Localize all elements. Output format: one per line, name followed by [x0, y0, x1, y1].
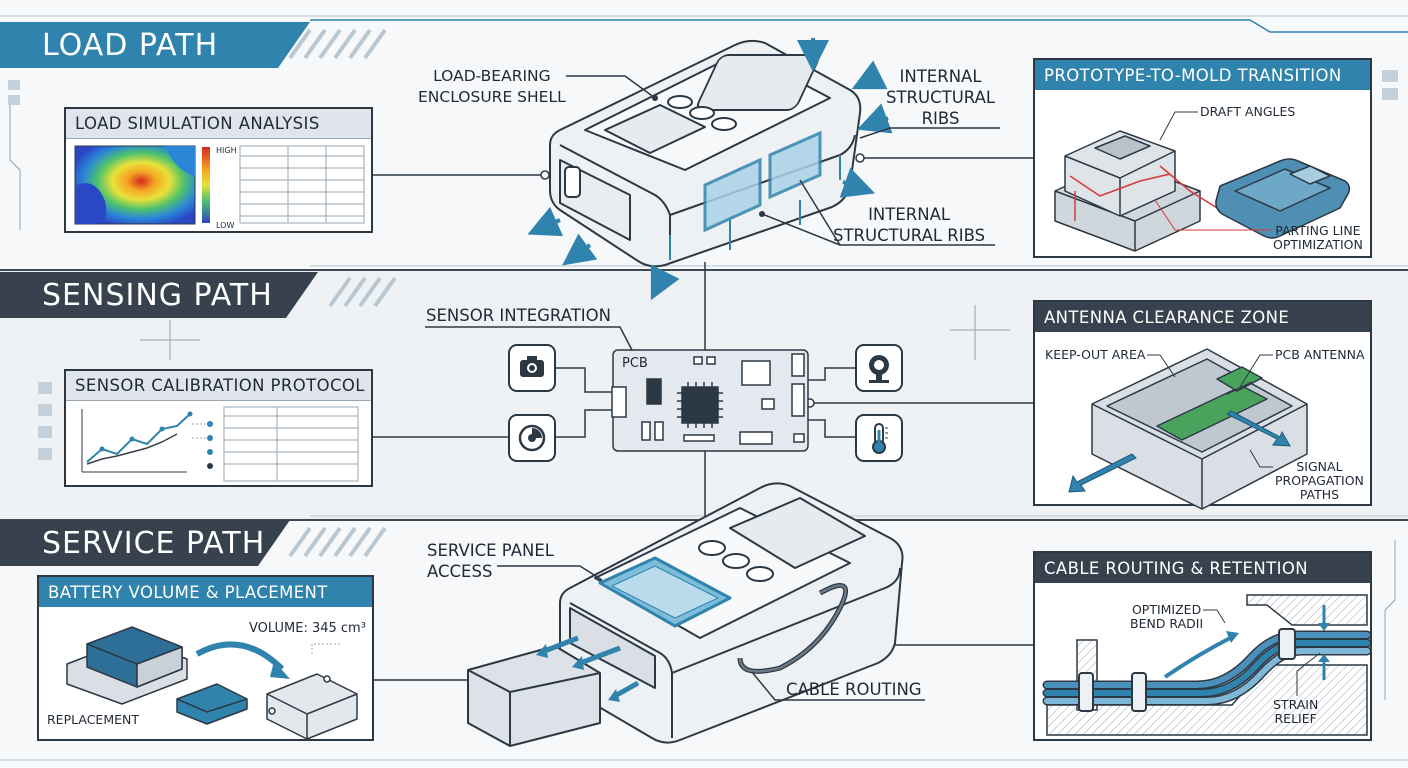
parting-line-label: PARTING LINE OPTIMIZATION — [1273, 223, 1363, 252]
draft-angles-label: DRAFT ANGLES — [1200, 104, 1296, 119]
webcam-icon[interactable] — [855, 344, 903, 392]
antenna-illustration — [1068, 348, 1308, 510]
internal-ribs-bottom-label: INTERNAL STRUCTURAL RIBS — [833, 205, 986, 245]
load-simulation-title: LOAD SIMULATION ANALYSIS — [66, 109, 371, 139]
antenna-clearance-title: ANTENNA CLEARANCE ZONE — [1035, 302, 1370, 332]
prototype-to-mold-panel: PROTOTYPE-TO-MOLD TRANSITION DRAFT ANGLE… — [1033, 58, 1372, 258]
pcb-board — [611, 349, 809, 452]
load-bearing-shell-label: LOAD-BEARING ENCLOSURE SHELL — [418, 67, 566, 106]
service-panel-access-label: SERVICE PANEL ACCESS — [427, 541, 554, 581]
load-path-banner: LOAD PATH — [0, 22, 310, 68]
keep-out-area-label: KEEP-OUT AREA — [1045, 347, 1146, 362]
service-device-illustration — [467, 482, 904, 747]
load-simulation-panel: LOAD SIMULATION ANALYSIS HIGH LOW — [64, 107, 373, 233]
antenna-clearance-panel: ANTENNA CLEARANCE ZONE KEEP-OUT AREA PCB… — [1033, 300, 1372, 510]
sensing-path-banner: SENSING PATH — [0, 272, 318, 318]
signal-propagation-label: SIGNAL PROPAGATION PATHS — [1275, 459, 1364, 502]
thermometer-icon[interactable] — [855, 414, 903, 462]
service-path-banner: SERVICE PATH — [0, 520, 290, 566]
battery-volume-title: BATTERY VOLUME & PLACEMENT — [39, 577, 372, 607]
battery-volume-value: VOLUME: 345 cm³ — [249, 621, 366, 636]
stress-heatmap — [74, 145, 196, 225]
pcb-antenna-label: PCB ANTENNA — [1275, 347, 1365, 362]
calibration-plot — [81, 406, 359, 482]
scale-high-label: HIGH — [216, 146, 237, 155]
camera-icon[interactable] — [508, 344, 556, 392]
results-table — [239, 145, 365, 224]
antenna-leaders — [1147, 354, 1273, 468]
sensor-integration-label: SENSOR INTEGRATION — [426, 306, 611, 325]
cable-routing-panel: CABLE ROUTING & RETENTION — [1033, 551, 1372, 741]
sensor-calibration-title: SENSOR CALIBRATION PROTOCOL — [66, 371, 371, 401]
replacement-label: REPLACEMENT — [47, 712, 139, 727]
enclosure-shell-illustration — [549, 39, 862, 268]
cable-routing-title: CABLE ROUTING & RETENTION — [1035, 553, 1370, 583]
internal-ribs-top-label: INTERNAL STRUCTURAL RIBS — [886, 67, 996, 128]
color-scale-bar — [202, 147, 210, 223]
battery-volume-panel: BATTERY VOLUME & PLACEMENT VOLUME: 345 c… — [37, 575, 374, 741]
gyro-sensor-icon[interactable] — [508, 414, 556, 462]
strain-relief-label: STRAIN RELIEF — [1273, 697, 1319, 726]
prototype-leaders — [1154, 111, 1271, 231]
sensor-calibration-panel: SENSOR CALIBRATION PROTOCOL — [64, 369, 373, 487]
enclosure-leaders — [566, 75, 1000, 246]
scale-low-label: LOW — [216, 221, 235, 230]
optimized-bend-radii-label: OPTIMIZED BEND RADII — [1130, 602, 1204, 631]
battery-illustration — [66, 626, 358, 740]
cable-leaders — [1203, 609, 1321, 696]
pcb-label: PCB — [622, 356, 648, 371]
cable-illustration — [1042, 594, 1372, 736]
load-arrows — [527, 38, 893, 301]
prototype-to-mold-title: PROTOTYPE-TO-MOLD TRANSITION — [1035, 60, 1370, 90]
cable-routing-label: CABLE ROUTING — [786, 680, 922, 699]
mold-illustration — [1054, 130, 1351, 252]
